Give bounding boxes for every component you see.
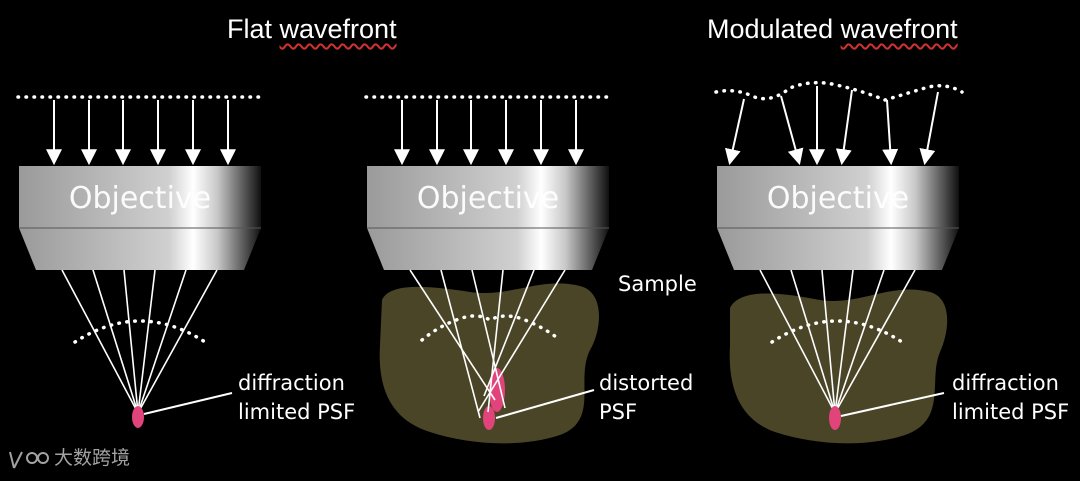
sample-label: Sample [618,272,697,296]
objective-lens [367,228,609,270]
distorted-wavefront-dots [420,314,562,342]
objective-label: Objective [416,181,560,216]
objective-lens [717,228,959,270]
psf-pointer [495,389,595,419]
title-flat-wavefront: Flat wavefront [227,14,397,44]
psf-label-panel2: distorted PSF [599,371,694,424]
objective-label: Objective [68,181,212,216]
aberrated-rays [409,269,566,419]
modulated-wavefront-dots [714,80,964,102]
converging-wavefront-dots [770,319,904,344]
psf-label-panel3: diffraction limited PSF [952,371,1070,424]
psf-label-panel1: diffraction limited PSF [238,371,356,424]
psf-spot [132,406,144,428]
panel-modulated [714,80,964,430]
objective-lens [19,228,261,270]
objective-label: Objective [766,181,910,216]
incoming-arrows [394,100,584,166]
panel-flat [16,95,264,428]
objective-body [717,166,959,228]
psf-spot-distorted [489,368,505,412]
corrected-rays [759,269,916,414]
converging-wavefront-dots [73,319,207,344]
psf-spot [829,406,841,430]
title-modulated-wavefront: Modulated wavefront [707,14,958,44]
watermark: 大数跨境 [54,447,131,469]
incoming-arrows [46,100,236,166]
panel-distorted [364,95,612,430]
psf-pointer [143,392,233,415]
incoming-arrows [724,86,939,166]
focusing-rays [61,269,218,414]
psf-pointer [840,392,945,417]
watermark-logo-icon [9,451,49,469]
objective-body [19,166,261,228]
objective-body [367,166,609,228]
